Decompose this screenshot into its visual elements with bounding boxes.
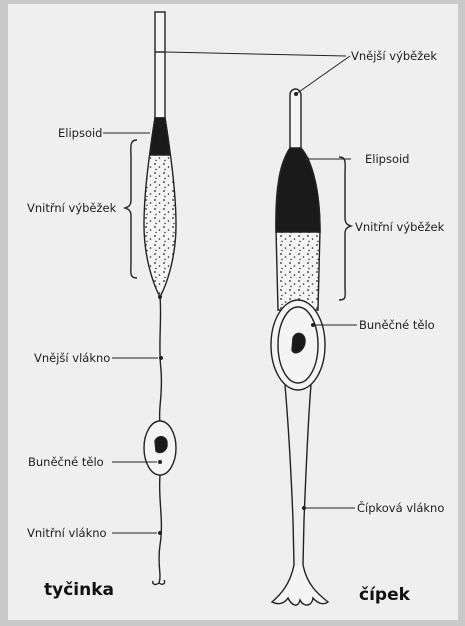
rod-title: tyčinka (44, 580, 114, 600)
cone-inner-segment-dots (276, 232, 320, 310)
cone-label-cell-body: Buněčné tělo (359, 318, 435, 332)
rod-outer-segment (155, 12, 165, 120)
cone-label-fiber: Čípková vlákno (357, 500, 444, 515)
rod-label-cell-body: Buněčné tělo (28, 455, 104, 469)
cone-outer-segment (290, 89, 301, 150)
rod-label-inner-segment: Vnitřní výběžek (27, 201, 117, 215)
rod-label-outer-fiber: Vnější vlákno (34, 351, 110, 365)
rod-label-inner-fiber: Vnitřní vlákno (27, 526, 107, 540)
cone-label-ellipsoid: Elipsoid (365, 152, 409, 166)
rod-nucleus (155, 437, 167, 453)
rod-label-ellipsoid: Elipsoid (58, 126, 102, 140)
cone-label-outer-segment: Vnější výběžek (351, 49, 437, 63)
cone-label-inner-segment: Vnitřní výběžek (355, 220, 445, 234)
cone-title: čípek (359, 585, 411, 605)
